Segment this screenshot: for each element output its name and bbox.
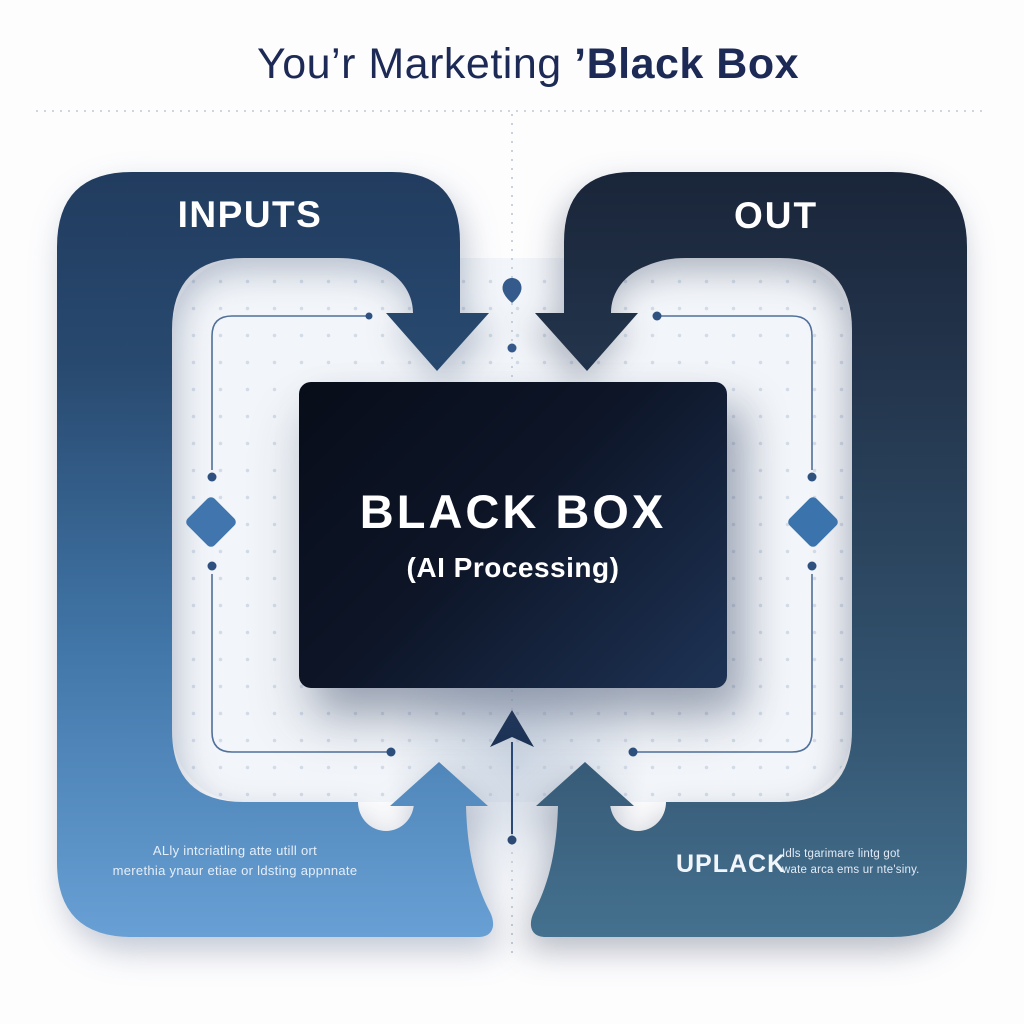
center-up-arrow-marker: [490, 710, 534, 747]
inputs-note-line2: merethia ynaur etiae or ldsting appnnate: [112, 863, 358, 878]
left-connector-end-dot-bottom: [386, 747, 396, 757]
output-loop-arrow: [530, 172, 967, 937]
black-box-subtitle: (AI Processing): [406, 552, 620, 583]
inputs-loop-arrow: [57, 172, 494, 937]
output-note: Idls tgarimare lintg got wate arca ems u…: [782, 846, 932, 878]
right-connector-line-lower: [634, 574, 813, 753]
right-connector-end-dot-top: [652, 311, 662, 321]
left-connector-node-dot-lower: [207, 561, 217, 571]
right-diamond-marker: [788, 497, 838, 547]
center-teardrop-marker: [502, 278, 522, 303]
black-box: BLACK BOX (AI Processing): [299, 382, 727, 688]
left-connector-line-lower: [211, 574, 390, 753]
inputs-note-line1: ALly intcriatling atte utill ort: [152, 843, 318, 858]
right-connector-end-dot-bottom: [628, 747, 638, 757]
uplack-heading: UPLACK: [676, 850, 787, 878]
left-connector-line-upper: [211, 315, 368, 470]
left-connector-node-dot-upper: [207, 472, 217, 482]
left-connector-end-dot-top: [365, 312, 373, 320]
black-box-title: BLACK BOX: [359, 485, 667, 538]
inputs-note: ALly intcriatling atte utill ort merethi…: [75, 841, 395, 881]
page-title-bold: ’Black Box: [574, 40, 799, 88]
right-connector-node-dot-lower: [807, 561, 817, 571]
right-connector-node-dot-upper: [807, 472, 817, 482]
left-diamond-marker: [186, 497, 236, 547]
inputs-label: INPUTS: [177, 194, 323, 235]
out-label: OUT: [733, 195, 819, 236]
output-note-line1: Idls tgarimare lintg got: [782, 848, 900, 860]
page-title: You’r Marketing ’Black Box: [16, 40, 1024, 89]
right-connector-line-upper: [656, 315, 813, 470]
center-line-dot-lower: [507, 835, 517, 845]
output-note-line2: wate arca ems ur nte'siny.: [782, 864, 920, 876]
page-title-regular: You’r Marketing: [256, 40, 575, 88]
center-line-dot-upper: [507, 343, 517, 353]
